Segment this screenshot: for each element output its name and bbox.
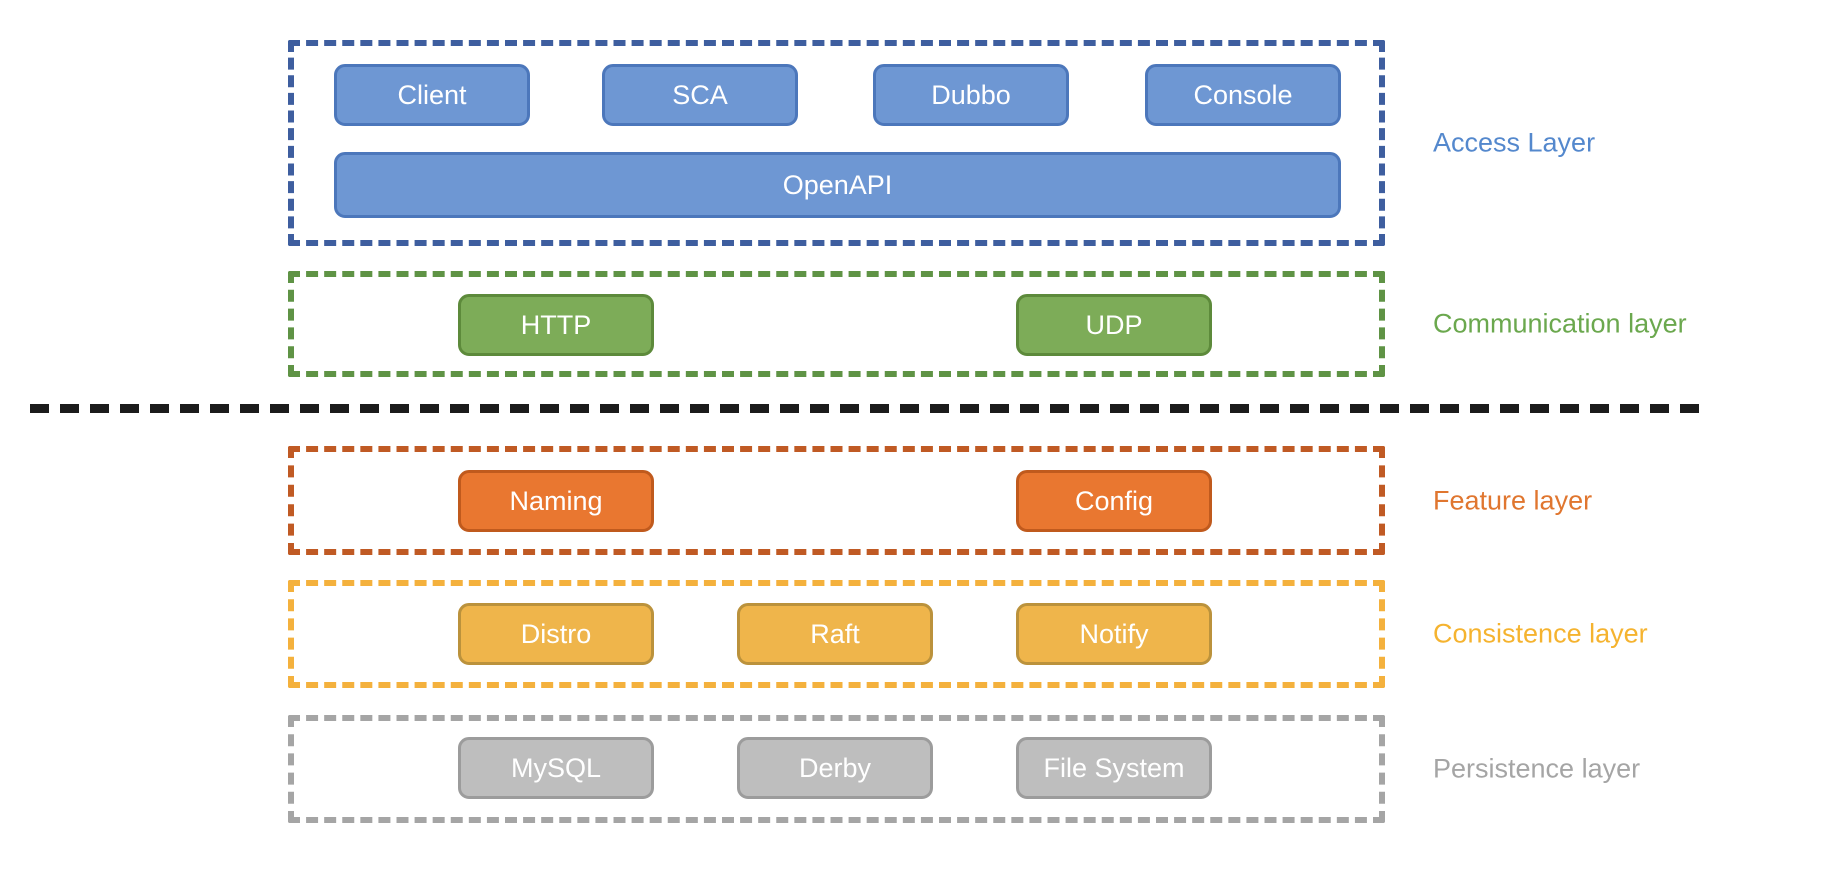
layer-persistence: MySQL Derby File System Persistence laye…	[0, 715, 1822, 823]
communication-layer-frame	[288, 271, 1385, 377]
node-sca: SCA	[602, 64, 798, 126]
node-console: Console	[1145, 64, 1341, 126]
node-derby: Derby	[737, 737, 933, 799]
node-distro: Distro	[458, 603, 654, 665]
feature-layer-label: Feature layer	[1433, 485, 1593, 515]
access-layer-label: Access Layer	[1433, 127, 1596, 158]
communication-layer-label: Communication layer	[1433, 308, 1687, 339]
layer-communication: HTTP UDP Communication layer	[0, 271, 1822, 377]
node-config: Config	[1016, 470, 1212, 532]
node-http: HTTP	[458, 294, 654, 356]
layer-consistence: Distro Raft Notify Consistence layer	[0, 580, 1822, 688]
node-notify: Notify	[1016, 603, 1212, 665]
consistence-layer-label: Consistence layer	[1433, 618, 1648, 649]
access-layer-frame	[288, 40, 1385, 246]
layer-feature: Naming Config Feature layer	[0, 446, 1822, 555]
node-udp: UDP	[1016, 294, 1212, 356]
node-file-system: File System	[1016, 737, 1212, 799]
node-openapi: OpenAPI	[334, 152, 1341, 218]
persistence-layer-label: Persistence layer	[1433, 753, 1641, 784]
node-client: Client	[334, 64, 530, 126]
node-mysql: MySQL	[458, 737, 654, 799]
layer-access: Client SCA Dubbo Console OpenAPI Access …	[0, 40, 1822, 246]
node-raft: Raft	[737, 603, 933, 665]
node-naming: Naming	[458, 470, 654, 532]
consistence-layer-frame	[288, 580, 1385, 688]
feature-layer-frame	[288, 446, 1385, 555]
node-dubbo: Dubbo	[873, 64, 1069, 126]
section-divider-line	[30, 404, 1705, 413]
persistence-layer-frame	[288, 715, 1385, 823]
